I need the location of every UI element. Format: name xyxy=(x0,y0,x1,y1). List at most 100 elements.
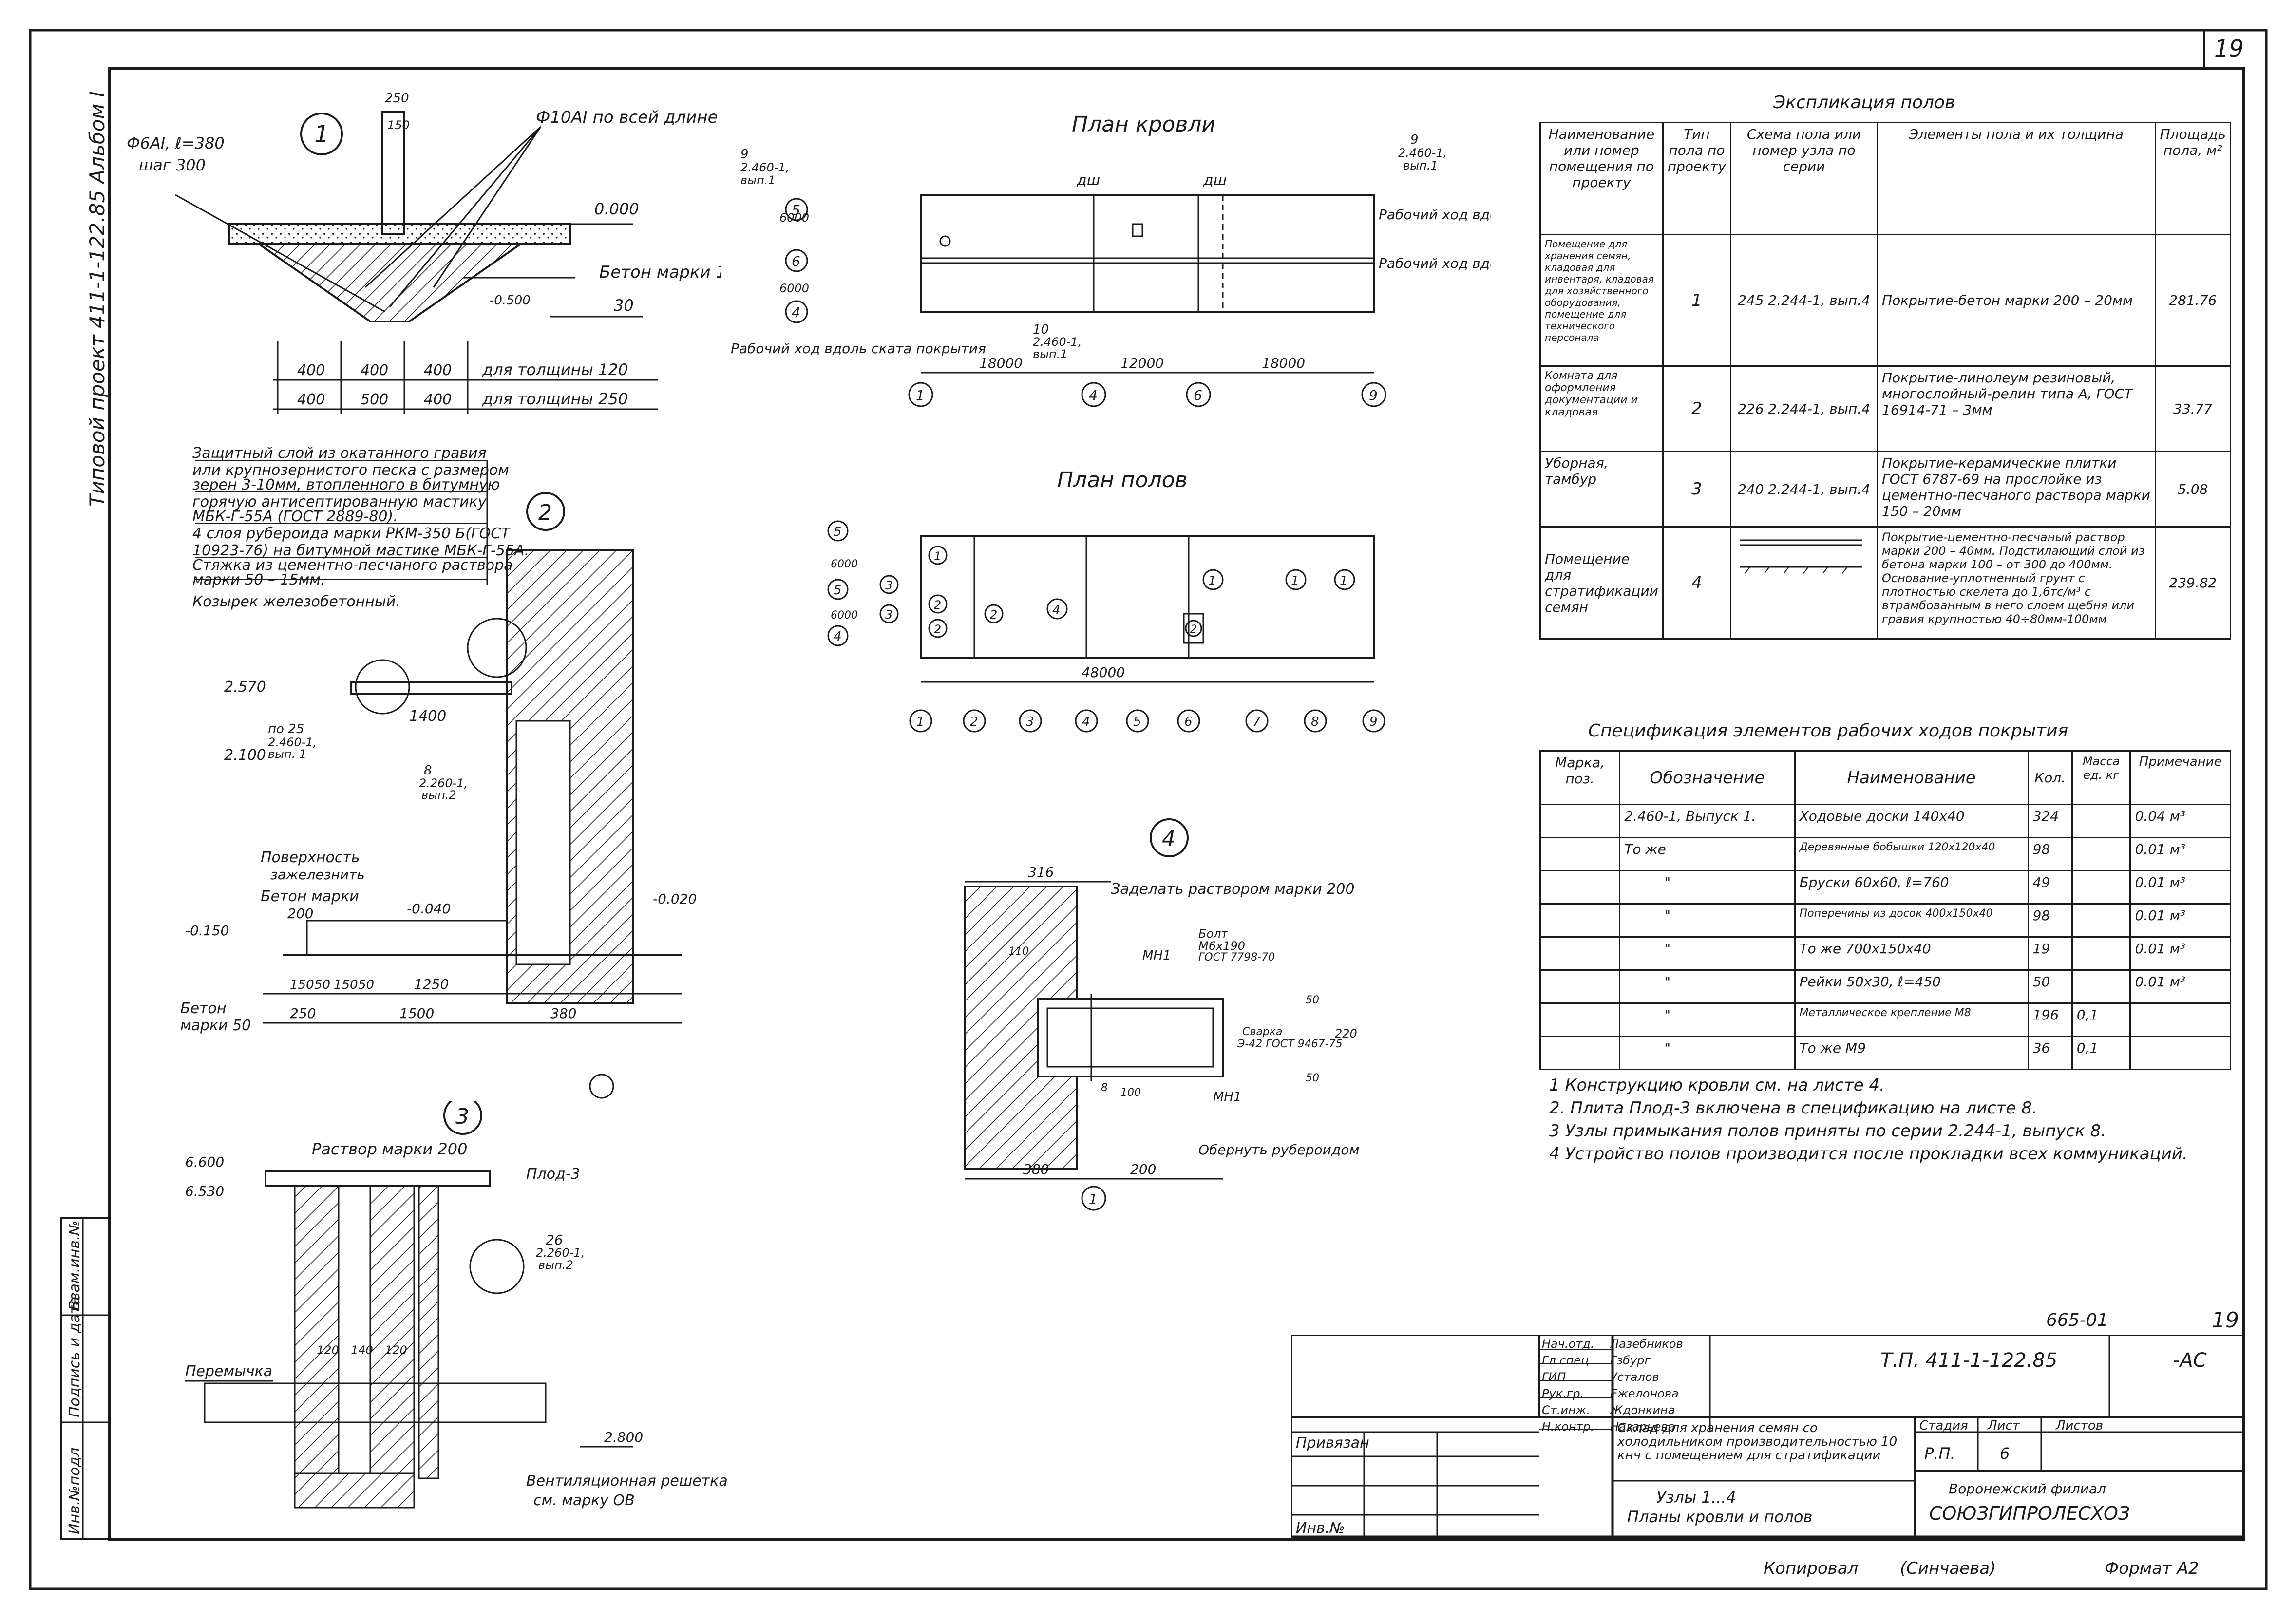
node-3-label: см. марку ОВ xyxy=(533,1492,635,1509)
floor-elements: Покрытие-цементно-песчаный раствор марки… xyxy=(1877,526,2156,640)
spec-mass xyxy=(2071,870,2131,905)
node-2-label: 8 xyxy=(424,763,432,778)
node-3-label: вып.2 xyxy=(538,1258,573,1272)
roof-plan-dim: 18000 xyxy=(1262,355,1305,371)
node-2-dim: 50 xyxy=(358,978,374,992)
node-3-label: Плод-3 xyxy=(526,1166,580,1183)
floor-plan-col-axes xyxy=(909,709,1385,733)
floor-plan-room-mark: 3 xyxy=(885,579,892,592)
node-2-dim: 250 xyxy=(290,1005,316,1021)
floor-plan-room-mark: 2 xyxy=(1190,623,1197,636)
floor-node xyxy=(1730,526,1878,640)
roof-plan-col-axis: 4 xyxy=(1089,387,1098,403)
spec-designation: То же xyxy=(1619,837,1796,871)
spec-table-header: Марка, поз. xyxy=(1539,750,1621,805)
spec-name: То же М9 xyxy=(1794,1036,2029,1070)
node-2-note: МБК-Г-55А (ГОСТ 2889-80). xyxy=(192,508,398,525)
node-4-label: Обернуть рубероидом xyxy=(1198,1142,1359,1158)
floor-elements: Покрытие-керамические плитки ГОСТ 6787-6… xyxy=(1877,451,2156,528)
node-4-label: Сварка xyxy=(1242,1026,1283,1038)
node-4-dim: 380 xyxy=(1023,1161,1049,1177)
spec-designation: " xyxy=(1619,903,1796,938)
table-row: Комната для оформления документации и кл… xyxy=(1539,365,2231,452)
floor-plan-room-mark: 1 xyxy=(1340,574,1348,588)
roof-plan-label: Рабочий ход вдоль ската покрытия xyxy=(731,340,986,357)
spec-note: 0.01 м³ xyxy=(2129,837,2231,871)
node-2-label: вып.2 xyxy=(421,788,456,802)
spec-mark xyxy=(1539,936,1621,971)
roof-plan-label: Рабочий ход вдоль конька xyxy=(1379,207,1491,223)
spec-qty: 19 xyxy=(2027,936,2073,971)
spec-table: Марка, поз. Обозначение Наименование Кол… xyxy=(1539,750,2231,1070)
node-4-label: 316 xyxy=(1028,864,1054,880)
node-4-dim: 200 xyxy=(1130,1161,1156,1177)
floor-table-header: Тип пола по проекту xyxy=(1662,122,1732,235)
spec-qty: 36 xyxy=(2027,1036,2073,1070)
staff-role: Рук.гр. xyxy=(1542,1387,1584,1400)
spec-designation: " xyxy=(1619,870,1796,905)
node-2-label: 200 xyxy=(287,906,313,922)
node-2-drawing: Защитный слой из окатанного гравия или к… xyxy=(180,445,697,1099)
node-1-dim: 400 xyxy=(297,362,325,379)
node-2-label: Поверхность xyxy=(261,849,360,866)
sheet-format: Формат А2 xyxy=(2105,1559,2199,1578)
floor-type: 2 xyxy=(1662,365,1732,452)
floor-area: 33.77 xyxy=(2154,365,2231,452)
table-row: " То же М9 36 0,1 xyxy=(1539,1036,2231,1070)
spec-name: То же 700х150х40 xyxy=(1794,936,2029,971)
organization-name: СОЮЗГИПРОЛЕСХОЗ xyxy=(1929,1503,2130,1524)
floor-table-header: Наименование или номер помещения по прое… xyxy=(1539,122,1664,235)
staff-name: Усталов xyxy=(1610,1370,1659,1384)
floor-type: 3 xyxy=(1662,451,1732,528)
floor-area: 5.08 xyxy=(2154,451,2231,528)
node-2-label: -0.040 xyxy=(407,901,451,917)
roof-plan-label: 2.460-1, xyxy=(1033,335,1082,349)
project-code: Т.П. 411-1-122.85 xyxy=(1880,1349,2058,1372)
roof-plan-label: 9 xyxy=(1410,132,1419,147)
table-row: Уборная, тамбур 3 240 2.244-1, вып.4 Пок… xyxy=(1539,451,2231,528)
staff-row: Ст.инж.Ждонкина xyxy=(1542,1402,1708,1418)
copied-label: Копировал xyxy=(1764,1559,1859,1578)
spec-note xyxy=(2129,1036,2231,1070)
floor-plan-room-mark: 1 xyxy=(934,549,941,563)
spec-name: Бруски 60х60, ℓ=760 xyxy=(1794,870,2029,905)
staff-role: Нач.отд. xyxy=(1542,1337,1594,1351)
floor-plan-row-axis: 4 xyxy=(834,629,842,644)
staff-row: Нач.отд.Лазебников xyxy=(1542,1336,1708,1352)
floor-plan-row-axis: 5 xyxy=(834,525,842,539)
staff-name: Ждонкина xyxy=(1610,1403,1675,1417)
roof-plan-col-axis: 6 xyxy=(1194,387,1202,403)
roof-plan-row-axis: 5 xyxy=(792,202,800,218)
spec-name: Поперечины из досок 400х150х40 xyxy=(1794,903,2029,938)
roof-plan-dim: 12000 xyxy=(1120,355,1164,371)
node-2-label: зажелезнить xyxy=(270,867,365,883)
floor-plan-col-axis: 6 xyxy=(1184,715,1193,729)
spec-note: 0.01 м³ xyxy=(2129,903,2231,938)
roof-plan-label: 9 xyxy=(740,147,749,162)
organization: Воронежский филиал xyxy=(1949,1481,2106,1497)
roof-plan-label: 10 xyxy=(1033,322,1049,337)
node-3-label: Перемычка xyxy=(185,1363,272,1380)
node-1-label: Ф6АI, ℓ=380 xyxy=(127,134,225,152)
node-2-number: 2 xyxy=(538,500,552,525)
node-3-number: 3 xyxy=(455,1104,469,1129)
sheet-number-bottom: 19 xyxy=(2212,1308,2239,1333)
spec-qty: 196 xyxy=(2027,1002,2073,1037)
side-stamp: Типовой проект 411-1-122.85 Альбом I xyxy=(85,91,109,507)
node-2-dim: 380 xyxy=(550,1005,576,1021)
node-1-dim: 500 xyxy=(361,391,388,408)
spec-qty: 98 xyxy=(2027,837,2073,871)
node-2-label: по 25 xyxy=(268,722,304,736)
node-4-label: Заделать раствором марки 200 xyxy=(1111,881,1355,898)
spec-qty: 49 xyxy=(2027,870,2073,905)
node-2-label: 2.570 xyxy=(224,679,266,696)
node-2-dim: 1500 xyxy=(399,1005,434,1021)
staff-row: Н.контр.Назарьева xyxy=(1542,1418,1708,1435)
floor-plan-dim: 6000 xyxy=(831,609,858,622)
floor-plan-room-mark: 3 xyxy=(885,608,892,622)
spec-designation: " xyxy=(1619,936,1796,971)
table-row: " Металлическое крепление М8 196 0,1 xyxy=(1539,1002,2231,1037)
sheets-header: Листов xyxy=(2056,1418,2104,1433)
node-4-drawing: 4 316 Заделать раствором марки 200 Болт … xyxy=(964,818,1359,1211)
